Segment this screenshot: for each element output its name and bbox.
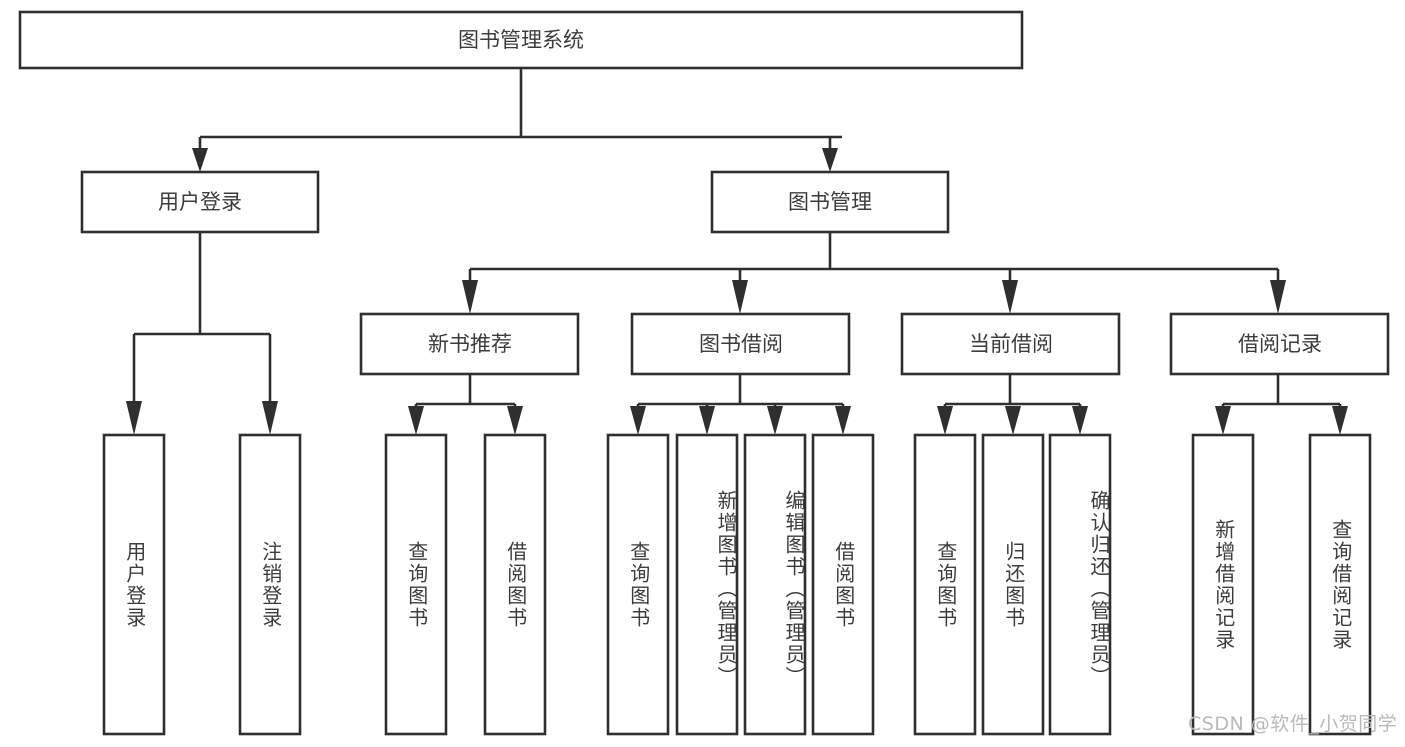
arrow-head-leaf-add-record: [1215, 406, 1231, 435]
arrow-head-leaf-logout: [262, 401, 278, 435]
leaf-box-user-login[interactable]: [102, 433, 166, 736]
arrow-head-current-borrow: [1002, 280, 1018, 314]
arrow-head-leaf-query-book-2: [630, 406, 646, 435]
node-borrow-record-box[interactable]: [1169, 312, 1390, 376]
connector-group-root: [192, 68, 842, 172]
node-new-book-rec[interactable]: 新书推荐: [359, 312, 580, 376]
arrow-head-user-login: [192, 148, 208, 172]
node-current-borrow-label: 当前借阅: [969, 332, 1053, 356]
leaf-box-query-book-1[interactable]: [384, 433, 448, 736]
node-book-manage-box[interactable]: [710, 170, 950, 234]
arrow-head-leaf-user-login: [126, 401, 142, 435]
leaf-box-query-book-3[interactable]: [913, 433, 977, 736]
node-book-borrow-label: 图书借阅: [699, 332, 783, 356]
leaf-box-add-record[interactable]: [1191, 433, 1255, 736]
leaf-box-logout[interactable]: [238, 433, 302, 736]
leaf-box-borrow-book-2[interactable]: [811, 433, 875, 736]
arrow-head-leaf-borrow-book-2: [835, 406, 851, 435]
node-root[interactable]: 图书管理系统: [18, 10, 1024, 70]
arrow-head-leaf-borrow-book-1: [507, 406, 523, 435]
leaf-box-query-book-2[interactable]: [606, 433, 670, 736]
node-book-manage[interactable]: 图书管理: [710, 170, 950, 234]
node-user-login-box[interactable]: [80, 170, 320, 234]
node-new-book-rec-box[interactable]: [359, 312, 580, 376]
node-root-label: 图书管理系统: [458, 28, 584, 52]
node-borrow-record-label: 借阅记录: [1238, 332, 1322, 356]
arrow-head-book-manage: [822, 148, 838, 172]
node-new-book-rec-label: 新书推荐: [428, 332, 512, 356]
leaf-box-query-record[interactable]: [1308, 433, 1372, 736]
node-book-borrow[interactable]: 图书借阅: [630, 312, 851, 376]
arrow-head-leaf-edit-book: [767, 406, 783, 435]
leaf-box-edit-book[interactable]: [743, 433, 807, 736]
node-user-login-label: 用户登录: [158, 190, 242, 214]
leaf-box-return-book[interactable]: [981, 433, 1045, 736]
arrow-head-book-borrow: [732, 280, 748, 314]
arrow-head-leaf-query-book-3: [937, 406, 953, 435]
node-root-box[interactable]: [18, 10, 1024, 70]
arrow-head-borrow-record: [1270, 280, 1286, 314]
arrow-head-leaf-query-book-1: [408, 406, 424, 435]
connector-group-borrow-record: [1215, 374, 1348, 435]
leaf-boxes: [102, 433, 1372, 736]
arrow-head-leaf-confirm-return: [1072, 406, 1088, 435]
connector-group-book-borrow: [630, 374, 851, 435]
node-current-borrow[interactable]: 当前借阅: [900, 312, 1121, 376]
arrow-head-leaf-return-book: [1005, 406, 1021, 435]
csdn-watermark: CSDN @软件_小贺同学: [1188, 713, 1398, 735]
leaf-box-confirm-return[interactable]: [1048, 433, 1112, 736]
leaf-box-borrow-book-1[interactable]: [483, 433, 547, 736]
arrow-head-leaf-query-record: [1332, 406, 1348, 435]
leaf-box-add-book[interactable]: [675, 433, 739, 736]
arrow-head-leaf-add-book: [699, 406, 715, 435]
connector-group-new-book-rec: [408, 374, 523, 435]
node-current-borrow-box[interactable]: [900, 312, 1121, 376]
node-user-login[interactable]: 用户登录: [80, 170, 320, 234]
node-book-manage-label: 图书管理: [788, 190, 872, 214]
node-borrow-record[interactable]: 借阅记录: [1169, 312, 1390, 376]
connector-group-current-borrow: [937, 374, 1088, 435]
connector-group-user-login: [126, 232, 278, 435]
connector-group-book-manage: [462, 232, 1286, 314]
node-book-borrow-box[interactable]: [630, 312, 851, 376]
arrow-head-new-book-rec: [462, 280, 478, 314]
